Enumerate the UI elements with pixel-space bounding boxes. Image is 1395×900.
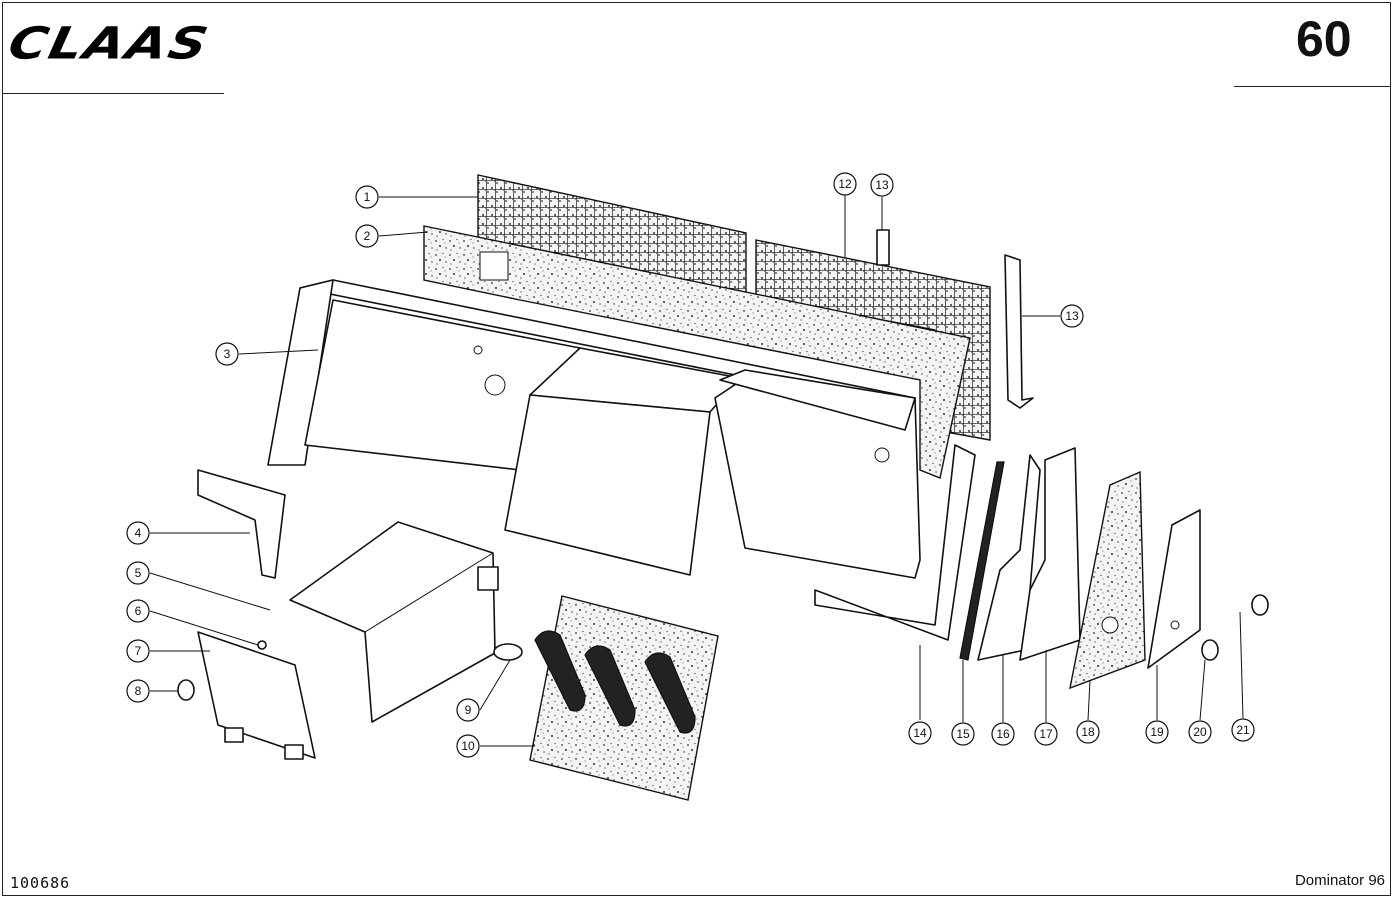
leader-lines bbox=[149, 195, 1244, 747]
callout-17: 17 bbox=[1034, 722, 1058, 746]
part-2-foam-seal bbox=[423, 225, 971, 479]
model-name: Dominator 96 bbox=[1294, 872, 1385, 889]
callout-12: 12 bbox=[833, 172, 857, 196]
svg-text:3: 3 bbox=[224, 347, 231, 361]
svg-text:1: 1 bbox=[364, 190, 371, 204]
svg-text:19: 19 bbox=[1150, 725, 1164, 739]
svg-text:16: 16 bbox=[996, 727, 1010, 741]
callout-5: 5 bbox=[126, 561, 150, 585]
svg-text:6: 6 bbox=[135, 604, 142, 618]
callout-8: 8 bbox=[126, 679, 150, 703]
part-15-seal-strip bbox=[959, 461, 1005, 661]
svg-text:7: 7 bbox=[135, 644, 142, 658]
part-18-foam-triangle bbox=[1069, 470, 1146, 690]
part-19-mounting-plate bbox=[1147, 509, 1201, 669]
svg-text:8: 8 bbox=[135, 684, 142, 698]
callout-3: 3 bbox=[215, 342, 239, 366]
svg-text:2: 2 bbox=[364, 229, 371, 243]
part-8-knob bbox=[177, 679, 195, 701]
part-6-washer bbox=[257, 640, 267, 650]
svg-text:17: 17 bbox=[1039, 727, 1053, 741]
callout-13-top: 13 bbox=[870, 173, 894, 197]
part-21-bushing bbox=[1251, 594, 1269, 616]
svg-text:15: 15 bbox=[956, 727, 970, 741]
page-number-underline bbox=[1234, 86, 1391, 87]
part-7-cover-plate bbox=[197, 631, 316, 760]
svg-text:12: 12 bbox=[838, 177, 852, 191]
callout-6: 6 bbox=[126, 599, 150, 623]
page-number: 60 bbox=[1296, 11, 1352, 67]
svg-text:21: 21 bbox=[1236, 723, 1250, 737]
callout-10: 10 bbox=[456, 734, 480, 758]
callout-19: 19 bbox=[1145, 720, 1169, 744]
document-id: 100686 bbox=[10, 874, 71, 892]
part-5-box-housing bbox=[289, 521, 499, 723]
part-4-side-plate bbox=[197, 469, 286, 579]
svg-text:13: 13 bbox=[875, 178, 889, 192]
part-16-shaped-plate bbox=[977, 454, 1041, 661]
part-13-small-bracket bbox=[876, 229, 890, 266]
callout-2: 2 bbox=[355, 224, 379, 248]
svg-text:5: 5 bbox=[135, 566, 142, 580]
part-17-shaped-plate bbox=[1019, 447, 1081, 661]
logo-underline bbox=[2, 93, 224, 94]
callout-16: 16 bbox=[991, 722, 1015, 746]
svg-text:4: 4 bbox=[135, 526, 142, 540]
part-3-housing-frame bbox=[267, 279, 921, 579]
callout-7: 7 bbox=[126, 639, 150, 663]
callout-20: 20 bbox=[1188, 720, 1212, 744]
callout-21: 21 bbox=[1231, 718, 1255, 742]
svg-text:14: 14 bbox=[913, 726, 927, 740]
part-20-bushing bbox=[1201, 639, 1219, 661]
svg-text:13: 13 bbox=[1065, 309, 1079, 323]
part-10-duct-panel bbox=[529, 595, 719, 801]
svg-text:18: 18 bbox=[1081, 725, 1095, 739]
part-13-vertical-strip bbox=[1004, 254, 1034, 409]
callout-9: 9 bbox=[456, 698, 480, 722]
callout-18: 18 bbox=[1076, 720, 1100, 744]
callout-4: 4 bbox=[126, 521, 150, 545]
callout-1: 1 bbox=[355, 185, 379, 209]
svg-text:9: 9 bbox=[465, 703, 472, 717]
callout-15: 15 bbox=[951, 722, 975, 746]
svg-text:10: 10 bbox=[461, 739, 475, 753]
svg-text:20: 20 bbox=[1193, 725, 1207, 739]
callout-13-right: 13 bbox=[1060, 304, 1084, 328]
callout-14: 14 bbox=[908, 721, 932, 745]
part-9-clamp bbox=[493, 643, 523, 661]
part-14-angle-bracket bbox=[814, 444, 976, 641]
